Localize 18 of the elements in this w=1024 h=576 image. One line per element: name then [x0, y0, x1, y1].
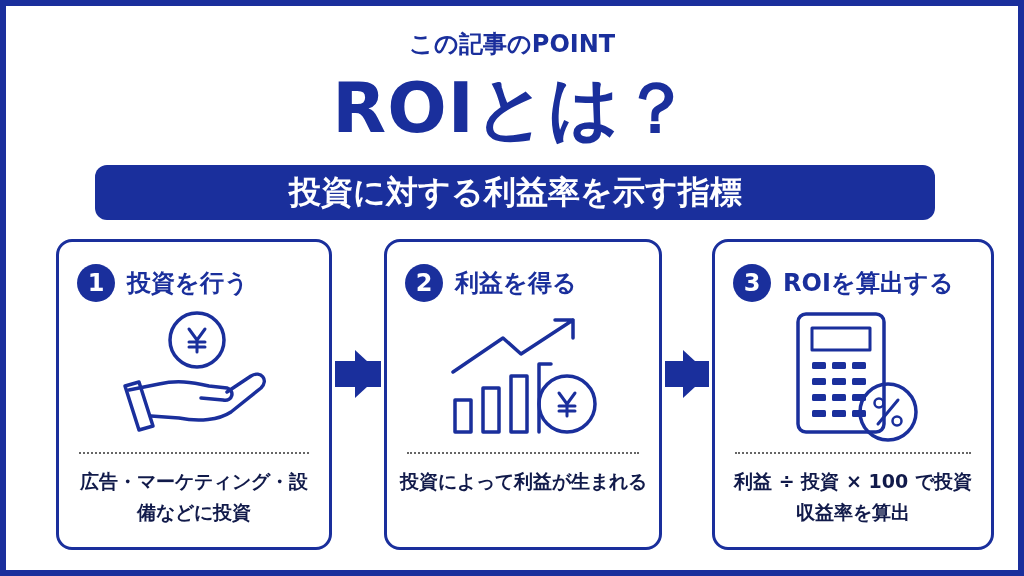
- arrow: [665, 350, 709, 398]
- arrow: [335, 350, 381, 398]
- step-number-badge: 2: [405, 264, 443, 302]
- step-number-badge: 1: [77, 264, 115, 302]
- step-description: 広告・マーケティング・設備などに投資: [79, 469, 309, 526]
- step-number-badge: 3: [733, 264, 771, 302]
- step-card: [384, 239, 662, 550]
- step-card: [56, 239, 332, 550]
- step-title: 投資を行う: [127, 268, 249, 299]
- step-description: 利益 ÷ 投資 × 100 で投資収益率を算出: [732, 469, 973, 526]
- step-card: [712, 239, 994, 550]
- kicker-text: この記事のPOINT: [407, 29, 617, 60]
- step-title: ROIを算出する: [783, 268, 954, 299]
- step-title: 利益を得る: [455, 268, 577, 299]
- step-description: 投資によって利益が生まれる: [399, 469, 647, 494]
- banner-text: 投資に対する利益率を示す指標: [288, 171, 742, 213]
- headline-banner: [95, 165, 935, 220]
- title: ROIとは？: [331, 68, 693, 149]
